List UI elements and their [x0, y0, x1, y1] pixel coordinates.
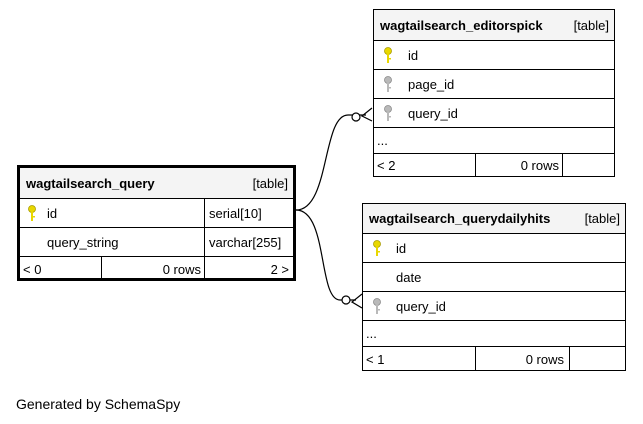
table-kind: [table]	[573, 17, 609, 33]
table-wagtailsearch-query[interactable]: wagtailsearch_query [table] id serial[10…	[17, 165, 296, 281]
table-wagtailsearch-querydailyhits[interactable]: wagtailsearch_querydailyhits [table] id …	[362, 203, 626, 371]
table-row-more: ...	[374, 127, 614, 153]
primary-key-icon	[373, 240, 381, 256]
table-row: id	[363, 233, 625, 262]
foreign-key-icon	[384, 105, 392, 121]
row-count: 0 rows	[162, 261, 201, 277]
parents-count: < 2	[377, 158, 396, 173]
column-name: query_id	[408, 105, 458, 121]
table-wagtailsearch-editorspick[interactable]: wagtailsearch_editorspick [table] id pag…	[373, 9, 615, 177]
table-row: id serial[10]	[20, 198, 293, 227]
table-header: wagtailsearch_editorspick [table]	[374, 10, 614, 40]
primary-key-icon	[28, 205, 36, 221]
parents-count: < 1	[366, 351, 385, 367]
row-count: 0 rows	[520, 158, 559, 173]
edge-querydailyhits-query	[295, 209, 356, 301]
table-footer: < 1 0 rows	[363, 346, 625, 371]
table-title: wagtailsearch_query	[26, 175, 155, 191]
foreign-key-icon	[373, 298, 381, 314]
column-name: query_id	[396, 298, 446, 314]
table-row: query_id	[363, 291, 625, 320]
table-row: id	[374, 40, 614, 69]
table-row: date	[363, 262, 625, 291]
column-name: query_string	[47, 234, 119, 250]
row-count: 0 rows	[525, 351, 564, 367]
table-title: wagtailsearch_editorspick	[380, 17, 543, 33]
table-row: query_id	[374, 98, 614, 127]
column-type: serial[10]	[209, 205, 262, 221]
parents-count: < 0	[23, 261, 42, 277]
edge-querydailyhits-optional-marker	[341, 295, 351, 305]
table-footer: < 2 0 rows	[374, 153, 614, 177]
children-count: 2 >	[270, 261, 289, 277]
column-name: id	[396, 240, 407, 256]
foreign-key-icon	[384, 76, 392, 92]
column-name: id	[47, 205, 58, 221]
table-header: wagtailsearch_query [table]	[20, 168, 293, 198]
table-kind: [table]	[584, 211, 620, 226]
table-row-more: ...	[363, 320, 625, 346]
column-type: varchar[255]	[209, 234, 282, 250]
edge-editorspick-optional-marker	[351, 112, 361, 122]
column-name: date	[396, 269, 422, 285]
generated-by-text: Generated by SchemaSpy	[16, 396, 181, 412]
column-name: id	[408, 47, 419, 63]
edge-editorspick-crowsfoot	[360, 107, 373, 122]
table-row: query_string varchar[255]	[20, 227, 293, 256]
column-name: page_id	[408, 76, 455, 92]
table-row: page_id	[374, 69, 614, 98]
table-title: wagtailsearch_querydailyhits	[369, 211, 551, 226]
more-columns: ...	[377, 133, 388, 148]
edge-editorspick-query	[295, 114, 366, 211]
primary-key-icon	[384, 47, 392, 63]
table-footer: < 0 0 rows 2 >	[20, 256, 293, 281]
table-kind: [table]	[252, 175, 288, 191]
table-header: wagtailsearch_querydailyhits [table]	[363, 204, 625, 233]
edge-querydailyhits-crowsfoot	[350, 293, 363, 309]
more-columns: ...	[366, 326, 377, 341]
